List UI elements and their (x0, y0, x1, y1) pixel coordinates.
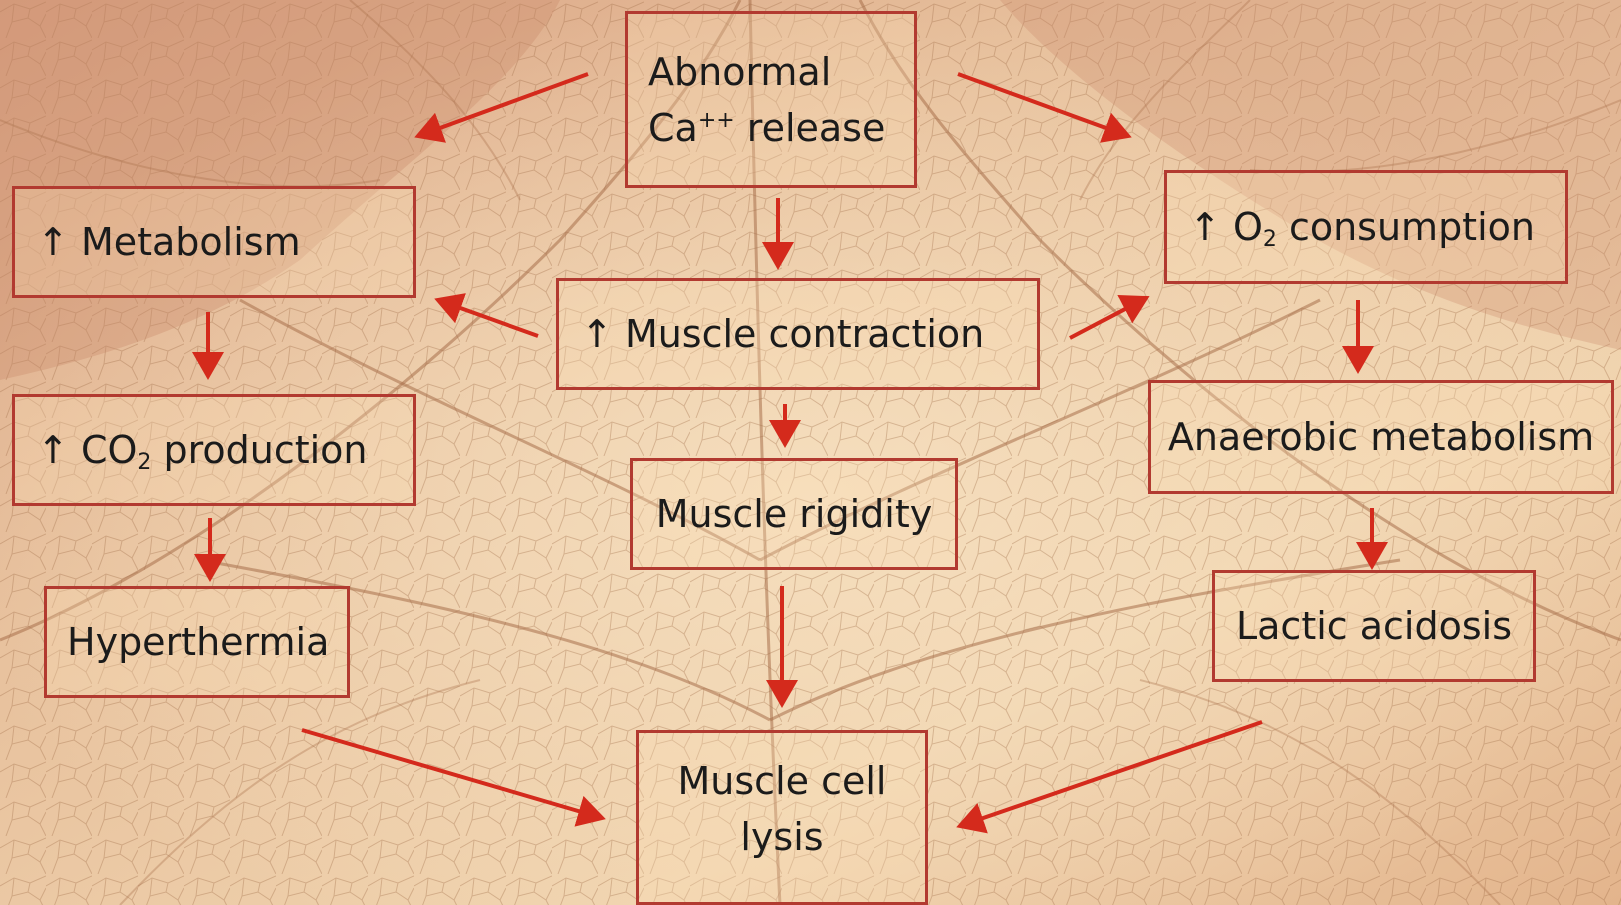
node-abnormal-line1: Abnormal (648, 44, 885, 100)
node-metabolism: ↑ Metabolism (12, 186, 416, 298)
up-arrow-icon: ↑ (581, 312, 613, 356)
arrow-lactic-to-lysis (960, 722, 1262, 826)
node-abnormal-ca-release: Abnormal Ca++ release (625, 11, 917, 188)
node-muscle-rigidity: Muscle rigidity (630, 458, 958, 570)
arrow-hyperthermia-to-lysis (302, 730, 602, 818)
node-muscle-contraction: ↑ Muscle contraction (556, 278, 1040, 390)
up-arrow-icon: ↑ (1189, 205, 1221, 249)
arrow-ca-to-o2 (958, 74, 1128, 136)
arrow-ca-to-metabolism (418, 74, 588, 136)
node-co2-production: ↑ CO2 production (12, 394, 416, 506)
node-o2-consumption: ↑ O2 consumption (1164, 170, 1568, 284)
up-arrow-icon: ↑ (37, 428, 69, 472)
node-hyperthermia: Hyperthermia (44, 586, 350, 698)
up-arrow-icon: ↑ (37, 220, 69, 264)
arrow-contraction-to-o2 (1070, 298, 1146, 338)
node-muscle-cell-lysis: Muscle cell lysis (636, 730, 928, 905)
node-ca-release-line2: Ca++ release (648, 100, 885, 156)
arrow-contraction-to-metabolism (438, 300, 538, 336)
node-lysis-line1: Muscle cell (678, 753, 887, 809)
node-lysis-line2: lysis (678, 809, 887, 865)
node-anaerobic-metabolism: Anaerobic metabolism (1148, 380, 1614, 494)
node-lactic-acidosis: Lactic acidosis (1212, 570, 1536, 682)
